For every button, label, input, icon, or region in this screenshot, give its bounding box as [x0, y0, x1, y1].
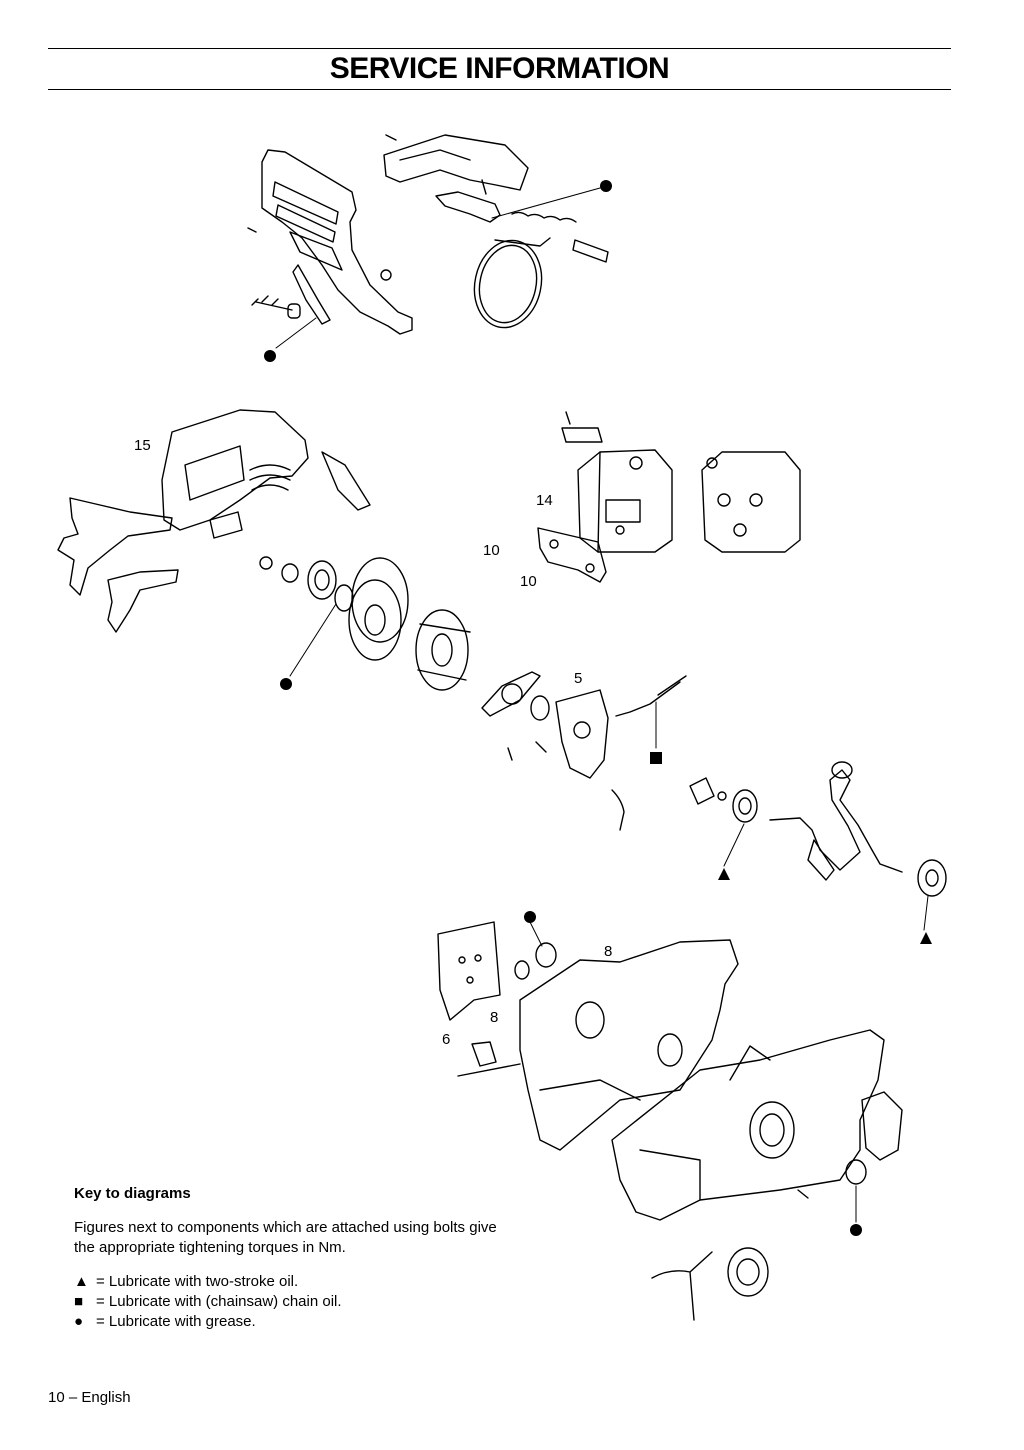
- key-item-text: = Lubricate with grease.: [96, 1313, 256, 1330]
- torque-callout: 10: [520, 573, 537, 590]
- chain-oil-marker: [650, 752, 662, 764]
- muffler-assembly: [537, 411, 801, 583]
- grease-marker: [850, 1224, 862, 1236]
- torque-callout: 14: [536, 492, 553, 509]
- header-rule-top: [48, 48, 951, 49]
- square-icon: ■: [74, 1293, 84, 1310]
- page-footer: 10 – English: [48, 1389, 131, 1406]
- key-item-text: = Lubricate with two-stroke oil.: [96, 1273, 299, 1290]
- grease-marker: [264, 350, 276, 362]
- key-title: Key to diagrams: [74, 1185, 191, 1202]
- grease-marker: [280, 678, 292, 690]
- two-stroke-oil-marker: [718, 868, 730, 880]
- leader-lines: [275, 187, 929, 1223]
- key-item-two-stroke-oil: ▲ = Lubricate with two-stroke oil.: [74, 1272, 514, 1292]
- chain-brake-assembly: [247, 134, 609, 335]
- key-item-text: = Lubricate with (chainsaw) chain oil.: [96, 1293, 342, 1310]
- triangle-icon: ▲: [74, 1273, 89, 1290]
- oil-pump-crankshaft-assembly: [481, 671, 947, 897]
- grease-marker: [600, 180, 612, 192]
- torque-callout: 8: [490, 1009, 498, 1026]
- torque-callout: 8: [604, 943, 612, 960]
- circle-icon: ●: [74, 1313, 84, 1330]
- key-description: Figures next to components which are att…: [74, 1219, 497, 1256]
- grease-marker: [524, 911, 536, 923]
- torque-callout: 5: [574, 670, 582, 687]
- clutch-cover-assembly: [57, 409, 471, 691]
- two-stroke-oil-marker: [920, 932, 932, 944]
- header-rule-bottom: [48, 89, 951, 90]
- torque-callouts: 15 14 10 10 5 8 8 6: [134, 437, 612, 1048]
- torque-callout: 6: [442, 1031, 450, 1048]
- crankcase-assembly: [437, 921, 903, 1321]
- page-title: SERVICE INFORMATION: [329, 52, 670, 85]
- torque-callout: 15: [134, 437, 151, 454]
- key-item-grease: ● = Lubricate with grease.: [74, 1312, 514, 1332]
- torque-callout: 10: [483, 542, 500, 559]
- diagram-key: Key to diagrams Figures next to componen…: [74, 1185, 514, 1332]
- lubrication-markers: [264, 180, 932, 1236]
- key-item-chain-oil: ■ = Lubricate with (chainsaw) chain oil.: [74, 1292, 514, 1312]
